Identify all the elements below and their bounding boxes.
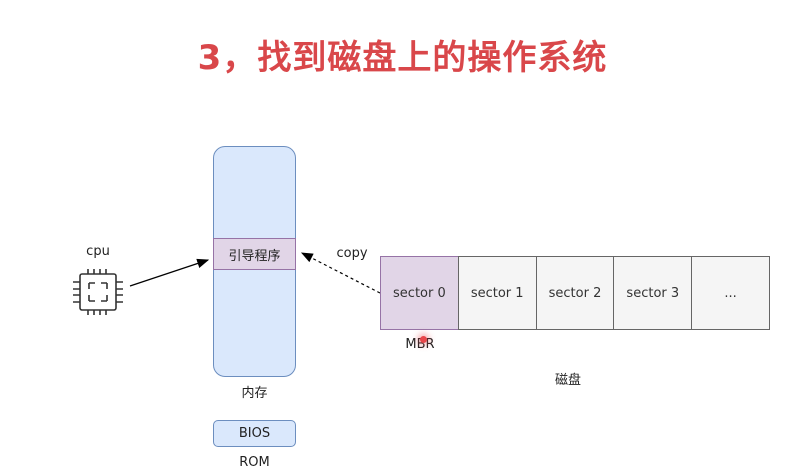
- copy-label: copy: [336, 246, 368, 261]
- sector-1: sector 1: [457, 256, 537, 330]
- sector-more: ...: [691, 256, 770, 330]
- memory-label: 内存: [241, 386, 268, 401]
- disk-label: 磁盘: [554, 373, 581, 388]
- sector-3: sector 3: [613, 256, 693, 330]
- rom-label: ROM: [239, 455, 270, 470]
- copy-arrow: [300, 252, 381, 294]
- mbr-label: MBR: [405, 337, 435, 352]
- cpu-to-memory-arrow: [129, 258, 210, 287]
- bios-block: BIOS: [213, 420, 296, 447]
- sector-2: sector 2: [535, 256, 615, 330]
- cursor-dot: [420, 336, 427, 343]
- boot-program-block: 引导程序: [213, 238, 296, 270]
- sector-0: sector 0: [380, 256, 459, 330]
- disk-sectors: sector 0 sector 1 sector 2 sector 3 ...: [380, 256, 770, 330]
- cpu-label: cpu: [86, 244, 110, 259]
- cpu-chip-icon: [73, 269, 123, 315]
- page-title: 3，找到磁盘上的操作系统: [197, 38, 608, 78]
